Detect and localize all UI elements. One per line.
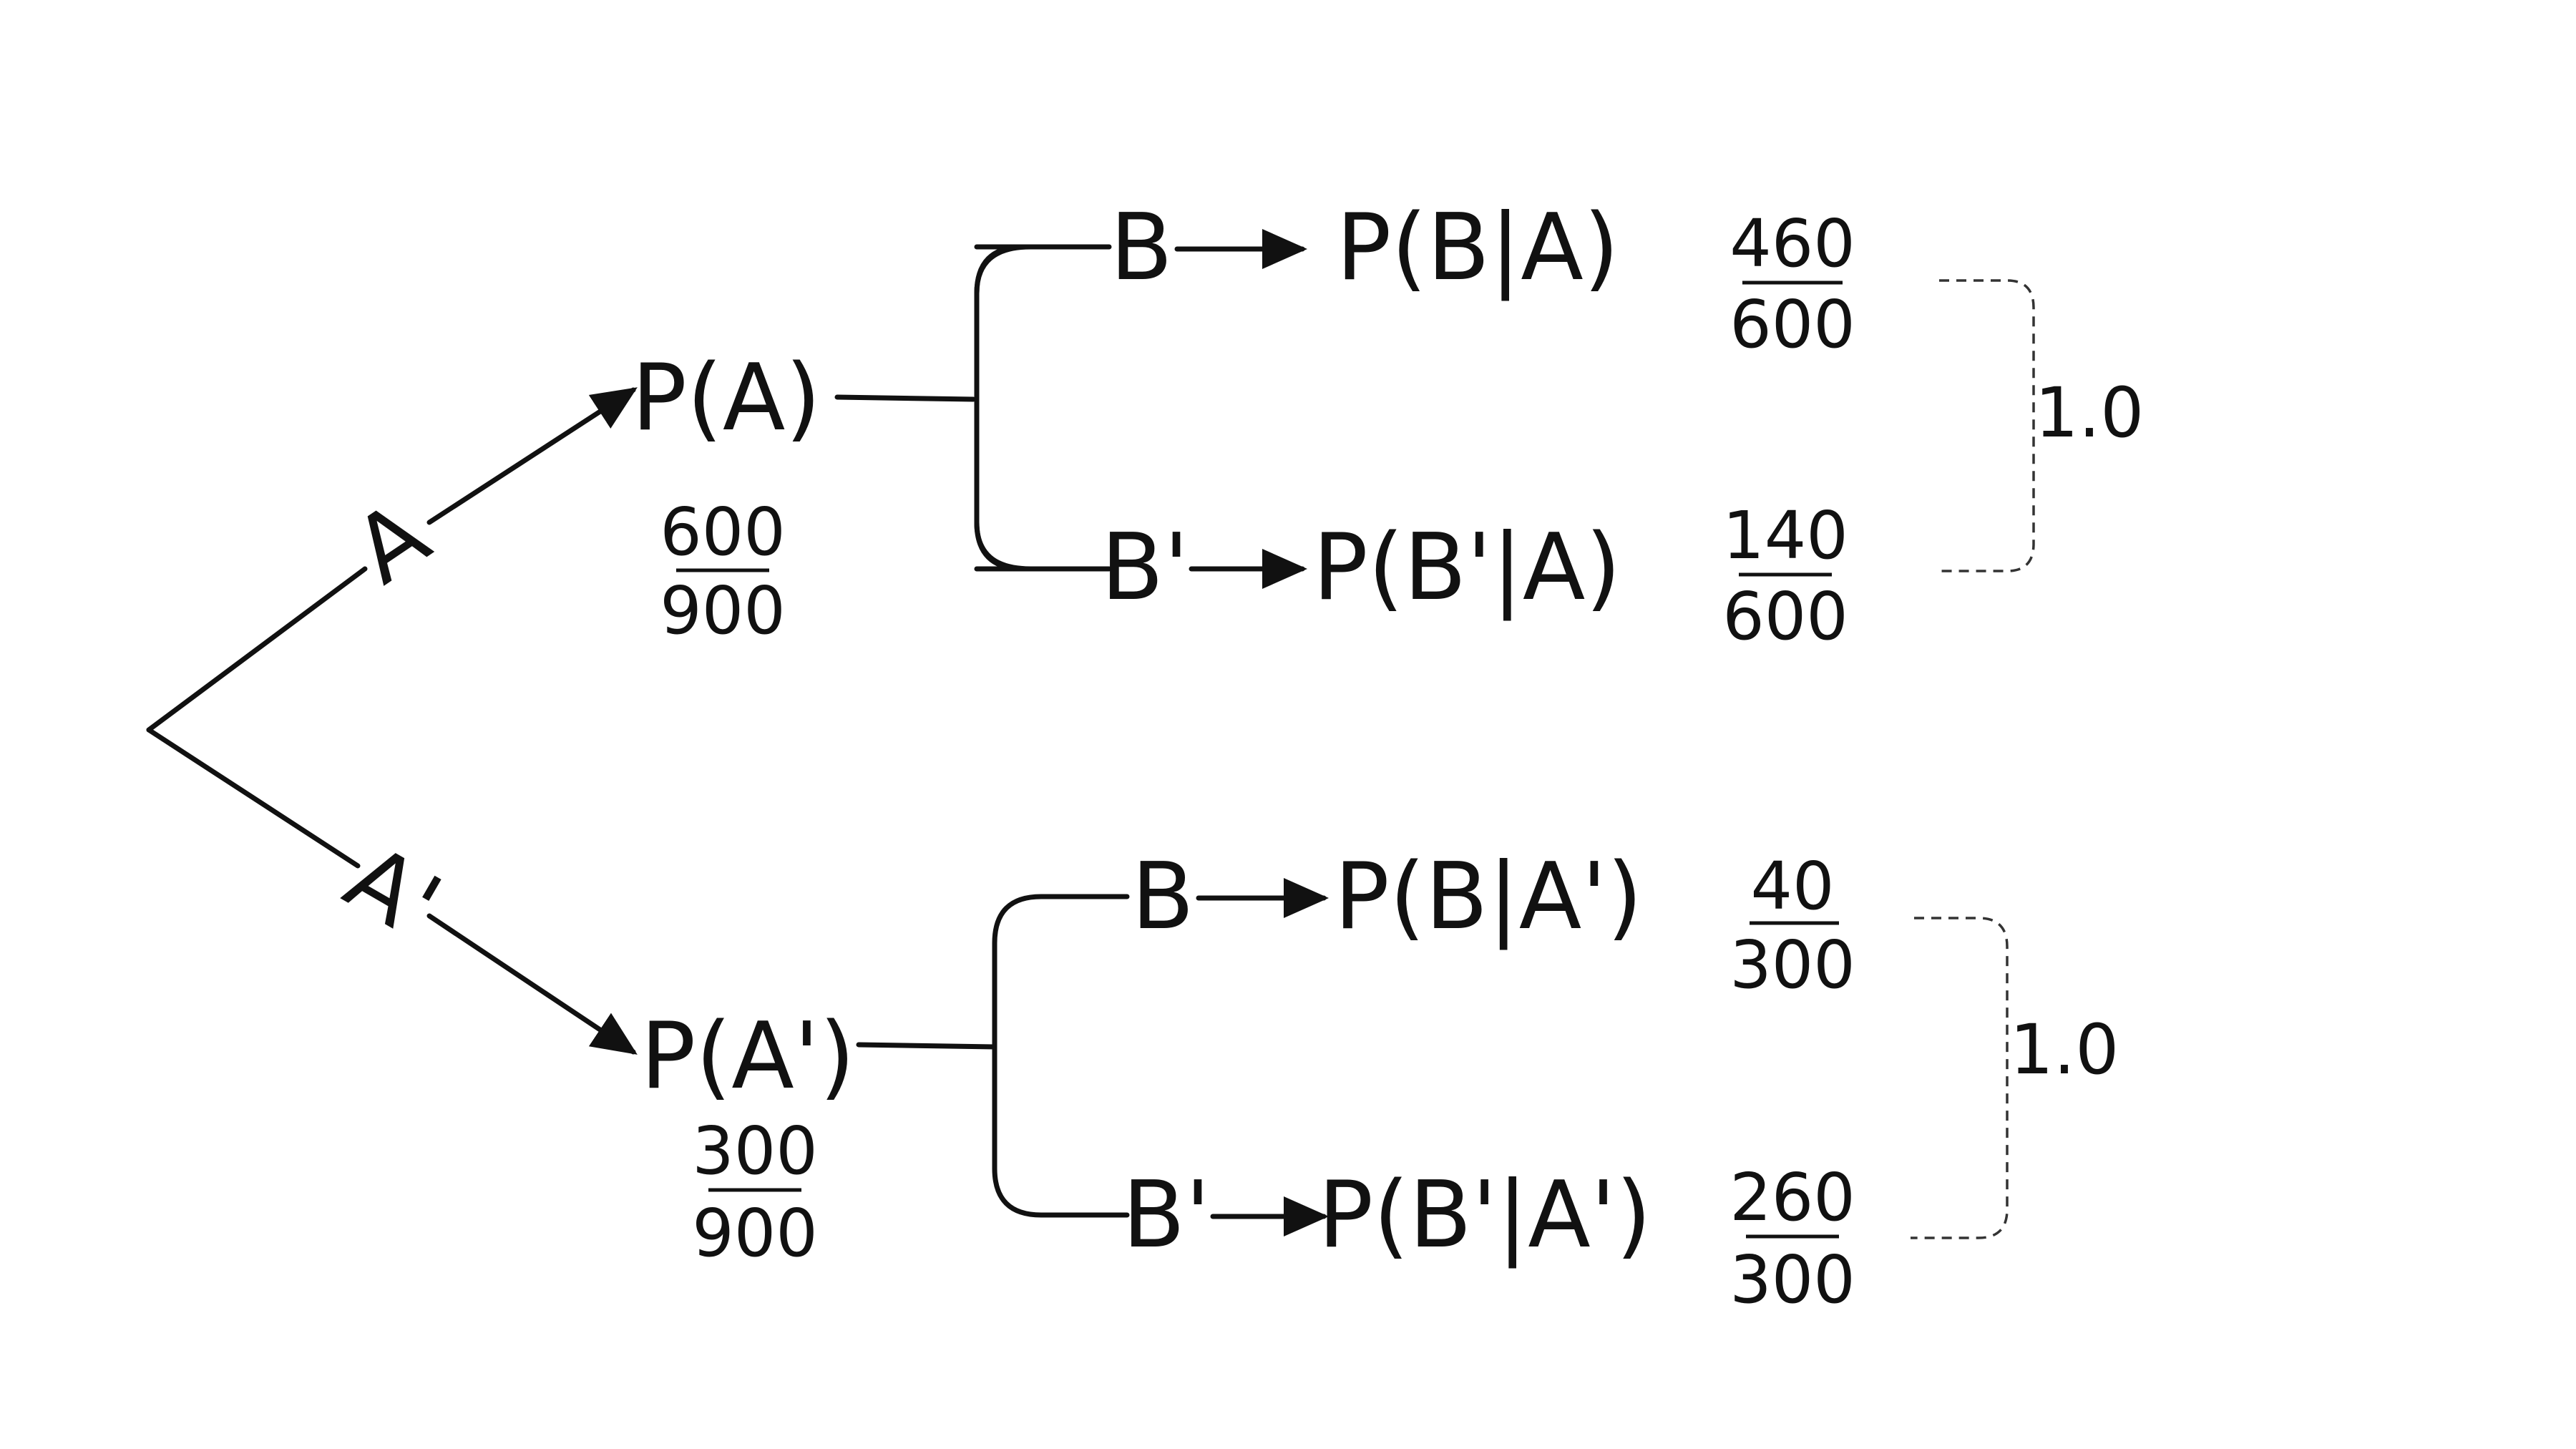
edge-root-to-not-a-start	[146, 727, 361, 869]
node-fraction-denominator-p-a: 900	[660, 572, 786, 649]
branch-bracket-lower	[992, 894, 1130, 1218]
prob-label-b-given-a: P(B|A)	[1336, 195, 1619, 301]
prob-label-b-given-not-a: P(B|A')	[1335, 844, 1643, 950]
prob-label-not-b-given-not-a: P(B'|A')	[1318, 1162, 1652, 1269]
edge-label-a: A	[336, 482, 447, 605]
branch-connector-lower	[856, 1042, 997, 1050]
fraction-denominator-b-given-a: 600	[1729, 286, 1855, 363]
node-fraction-numerator-p-a: 600	[660, 494, 786, 570]
node-fraction-denominator-p-not-a: 900	[692, 1195, 818, 1272]
edge-root-to-a-start	[146, 566, 368, 733]
edge-root-to-not-a-end	[426, 913, 638, 1055]
branch-connector-upper	[834, 244, 1033, 572]
fraction-numerator-b-given-a: 460	[1729, 205, 1855, 282]
prob-label-not-b-given-a: P(B'|A)	[1313, 514, 1621, 621]
branch-bracket-upper	[974, 244, 1112, 572]
fraction-numerator-b-given-not-a: 40	[1750, 848, 1834, 924]
fraction-denominator-not-b-given-not-a: 300	[1729, 1241, 1855, 1318]
node-fraction-numerator-p-not-a: 300	[692, 1113, 818, 1189]
branch-event-b-given-a: B	[1110, 195, 1173, 301]
fraction-denominator-not-b-given-a: 600	[1722, 578, 1848, 655]
fraction-numerator-not-b-given-a: 140	[1722, 497, 1848, 574]
branch-event-b-given-not-a: B	[1131, 844, 1194, 950]
sum-bracket-lower	[1911, 917, 2009, 1239]
edge-root-to-a-end	[426, 387, 638, 525]
sum-label-upper: 1.0	[2035, 373, 2145, 453]
sum-bracket-upper	[1939, 279, 2035, 572]
node-label-p-not-a: P(A')	[640, 1003, 855, 1110]
branch-event-not-b-given-a: B'	[1101, 514, 1189, 621]
sum-label-lower: 1.0	[2010, 1010, 2119, 1090]
edge-label-not-a: A'	[328, 824, 458, 960]
node-label-p-a: P(A)	[632, 345, 821, 452]
fraction-denominator-b-given-not-a: 300	[1729, 927, 1855, 1003]
branch-event-not-b-given-not-a: B'	[1123, 1162, 1211, 1269]
fraction-numerator-not-b-given-not-a: 260	[1729, 1159, 1855, 1236]
